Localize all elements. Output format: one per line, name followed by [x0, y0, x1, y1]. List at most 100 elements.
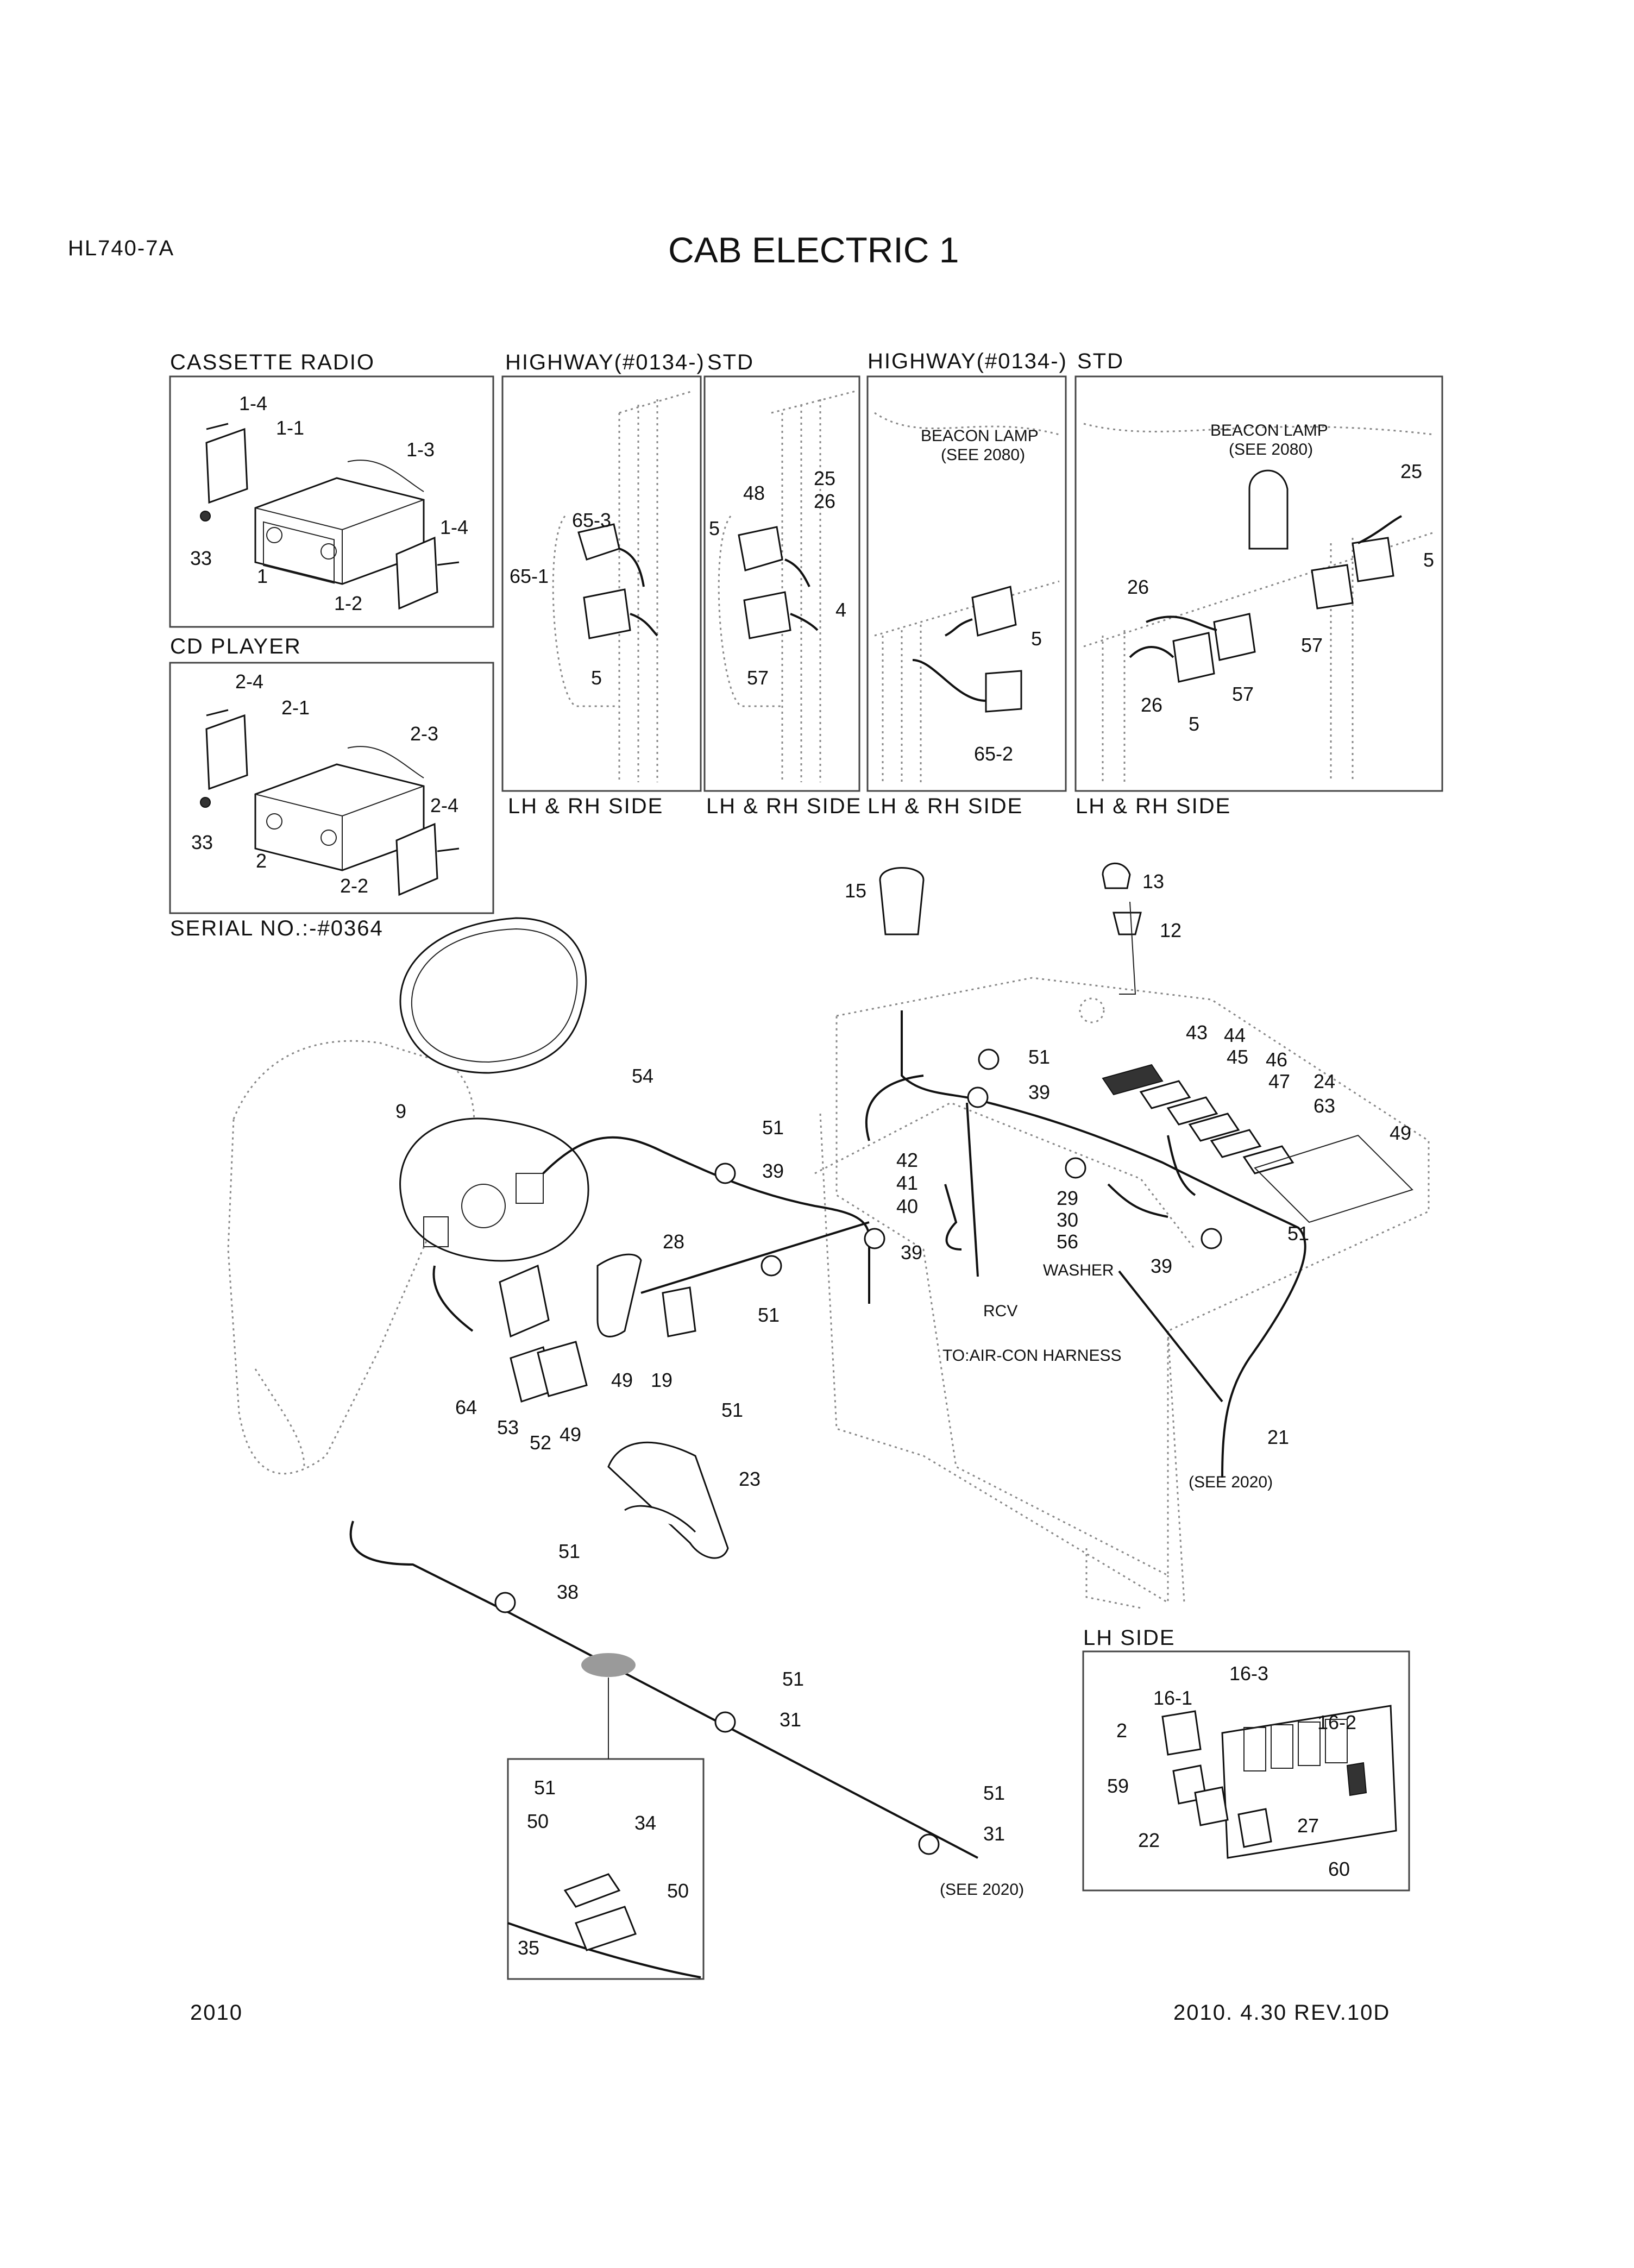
callout-33-b: 33	[191, 831, 213, 853]
cd-player-callouts: 2-4 2-1 2-3 33 2 2-4 2-2	[191, 670, 458, 897]
callout-2-1: 2-1	[281, 696, 310, 719]
highway-1-callouts: 65-3 65-1 5	[510, 509, 611, 689]
callout-2-3: 2-3	[410, 723, 438, 745]
revision-stamp: 2010. 4.30 REV.10D	[1173, 2001, 1390, 2025]
callout-31-b: 31	[983, 1823, 1005, 1845]
callout-27: 27	[1297, 1814, 1319, 1837]
callout-38: 38	[557, 1581, 579, 1603]
callout-42: 42	[896, 1149, 918, 1171]
cassette-radio-drawing	[200, 423, 460, 610]
callout-51-b: 51	[762, 1116, 784, 1139]
callout-51-h: 51	[534, 1776, 556, 1799]
callout-23: 23	[739, 1468, 761, 1490]
std-label-1: STD	[707, 350, 754, 374]
callout-30: 30	[1057, 1209, 1078, 1231]
cassette-radio-label: CASSETTE RADIO	[170, 350, 375, 374]
callout-2-4-a: 2-4	[235, 670, 263, 693]
callout-22: 22	[1138, 1829, 1160, 1851]
serial-number-label: SERIAL NO.:-#0364	[170, 916, 384, 940]
callout-46: 46	[1266, 1048, 1287, 1071]
highway-label-1: HIGHWAY(#0134-)	[505, 350, 705, 374]
callout-50-b: 50	[667, 1880, 689, 1902]
callout-47: 47	[1268, 1070, 1290, 1092]
page-title: CAB ELECTRIC 1	[668, 230, 959, 270]
callout-15: 15	[845, 879, 866, 902]
rcv-note: RCV	[983, 1302, 1017, 1320]
callout-26-s2a: 26	[1127, 576, 1149, 598]
page-number: 2010	[190, 2001, 243, 2025]
callout-13: 13	[1142, 870, 1164, 893]
lh-side-panel	[1082, 1650, 1410, 1892]
callout-54: 54	[632, 1065, 653, 1087]
std-2-drawing	[1083, 423, 1435, 782]
callout-1: 1	[257, 565, 268, 587]
std-1-drawing	[718, 390, 856, 782]
callout-57-s2a: 57	[1301, 634, 1323, 656]
callout-60: 60	[1328, 1858, 1350, 1880]
callout-2-4-b: 2-4	[430, 794, 458, 816]
callout-52: 52	[530, 1431, 551, 1454]
callout-5-s2b: 5	[1189, 713, 1199, 735]
lh-side-label: LH SIDE	[1083, 1626, 1176, 1650]
callout-51-e: 51	[721, 1399, 743, 1421]
callout-9: 9	[395, 1100, 406, 1122]
callout-16-1: 16-1	[1153, 1687, 1192, 1709]
see-2020-note-a: (SEE 2020)	[1189, 1473, 1273, 1491]
callout-39-d: 39	[1151, 1255, 1172, 1277]
callout-34: 34	[634, 1812, 656, 1834]
callout-57-s2b: 57	[1232, 683, 1254, 705]
lower-harness	[349, 1521, 978, 1978]
highway-1-drawing	[552, 390, 693, 782]
std-1-callouts: 48 5 25 26 4 57	[709, 467, 846, 689]
switch-bank	[1102, 1064, 1413, 1223]
callout-2-lh: 2	[1116, 1719, 1127, 1742]
callout-5-s2a: 5	[1423, 549, 1434, 571]
callout-49-c: 49	[560, 1423, 581, 1446]
callout-51-a: 51	[1028, 1046, 1050, 1068]
beacon-lamp-label-1: BEACON LAMP	[921, 427, 1039, 445]
instrument-cluster	[399, 917, 589, 1262]
callout-5-h1: 5	[591, 667, 602, 689]
callout-65-1: 65-1	[510, 565, 549, 587]
beacon-lamp-ref-1: (SEE 2080)	[941, 446, 1025, 464]
callout-53: 53	[497, 1416, 519, 1438]
callout-16-3: 16-3	[1229, 1662, 1268, 1685]
callout-39-c: 39	[901, 1241, 922, 1264]
steering-column	[499, 1253, 729, 1559]
beacon-lamp-label-2: BEACON LAMP	[1210, 422, 1328, 439]
callout-21: 21	[1267, 1426, 1289, 1448]
callout-51-f: 51	[558, 1540, 580, 1562]
callout-28: 28	[663, 1230, 684, 1253]
lh-rh-side-label-1: LH & RH SIDE	[508, 794, 663, 818]
notes: WASHER RCV TO:AIR-CON HARNESS (SEE 2020)…	[940, 1261, 1273, 1899]
callout-56: 56	[1057, 1230, 1078, 1253]
std-2-callouts: BEACON LAMP (SEE 2080) 25 5 26 57 26 5 5…	[1127, 422, 1434, 735]
bolts-clamps	[714, 862, 1222, 1277]
callout-33-a: 33	[190, 547, 212, 569]
washer-note: WASHER	[1043, 1261, 1114, 1279]
aircon-note: TO:AIR-CON HARNESS	[942, 1347, 1122, 1365]
cd-player-label: CD PLAYER	[170, 634, 301, 658]
callout-5-h2: 5	[1031, 627, 1042, 650]
callout-41: 41	[896, 1172, 918, 1194]
callout-2: 2	[256, 850, 267, 872]
callout-24: 24	[1314, 1070, 1335, 1092]
callout-51-i: 51	[983, 1782, 1005, 1804]
lh-side-switches	[1161, 1705, 1397, 1859]
callout-1-3: 1-3	[406, 438, 435, 461]
callout-65-3: 65-3	[572, 509, 611, 531]
callout-1-4-b: 1-4	[440, 516, 468, 538]
callout-65-2: 65-2	[974, 743, 1013, 765]
callout-26-s1: 26	[814, 490, 835, 512]
cd-player-panel	[169, 662, 494, 914]
highway-panel-1	[501, 375, 702, 792]
callout-51-c: 51	[1287, 1222, 1309, 1245]
see-2020-note-b: (SEE 2020)	[940, 1881, 1024, 1899]
callout-29: 29	[1057, 1187, 1078, 1209]
callout-39-b: 39	[762, 1160, 784, 1182]
callout-16-2: 16-2	[1317, 1711, 1356, 1733]
callout-49-a: 49	[1390, 1122, 1411, 1144]
callout-49-b: 49	[611, 1369, 633, 1391]
callout-1-1: 1-1	[276, 417, 304, 439]
